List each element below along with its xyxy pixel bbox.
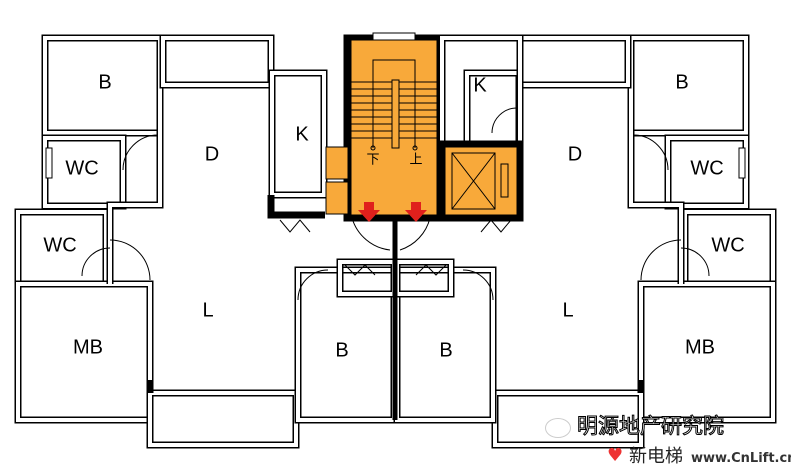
room-wc-mid-right: WC [711,234,744,256]
room-k-right: K [473,74,487,96]
room-b-top-left: B [98,71,111,93]
watermark-publisher: 明源地产研究院 [577,414,725,438]
exit-arrow [358,202,380,222]
elevator [444,146,518,216]
watermark: 明源地产研究院 ♥ 新电梯 www.CnLift.cn [545,414,791,472]
room-d-left: D [205,143,219,165]
cnlift-logo-icon: ♥ [607,445,624,466]
wechat-icon [545,418,571,438]
stair-up-label: 上 [409,153,422,168]
room-b-top-right: B [675,71,688,93]
room-k-left: K [295,123,309,145]
room-mb-left: MB [73,336,103,358]
exit-arrow [405,202,427,222]
stair-down-label: 下 [366,153,379,168]
room-wc-mid-left: WC [43,234,76,256]
stair-core: 下 上 [325,32,438,222]
room-mb-right: MB [685,336,715,358]
watermark-site: www.CnLift.cn [691,451,791,466]
room-b-mid-right: B [439,339,452,361]
watermark-brand: 新电梯 [629,446,683,467]
room-d-right: D [568,143,582,165]
room-b-mid-left: B [335,339,348,361]
room-l-right: L [562,299,573,321]
room-l-left: L [202,299,213,321]
room-wc-top-right: WC [690,157,723,179]
room-wc-top-left: WC [65,157,98,179]
